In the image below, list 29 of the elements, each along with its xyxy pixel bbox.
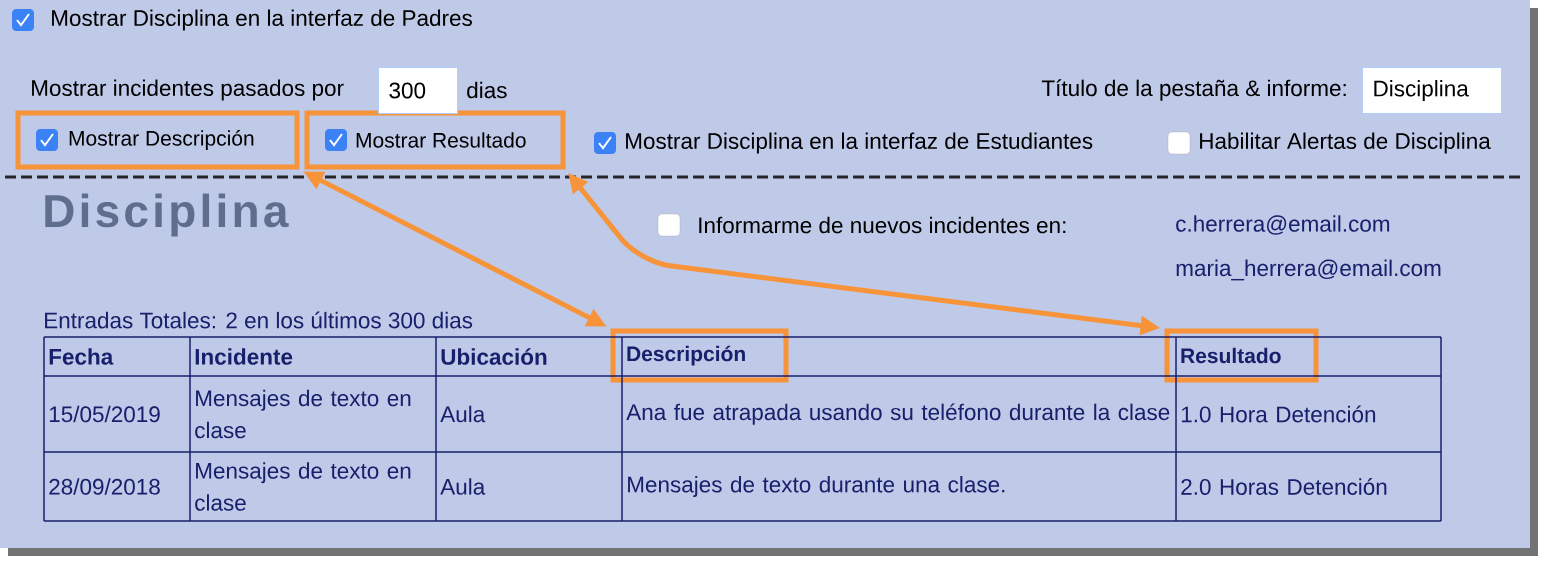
- table-header: Incidente: [195, 348, 293, 365]
- table-header: Fecha: [49, 348, 114, 365]
- table-cell: 2.0 Horas Detención: [1181, 478, 1387, 495]
- checkbox-label: Informarme de nuevos incidentes en:: [699, 216, 1066, 234]
- input-field: Disciplina: [1362, 67, 1502, 114]
- table-cell: Aula: [440, 478, 486, 495]
- table-header: Ubicación: [441, 348, 547, 365]
- input-field: 300: [378, 67, 458, 114]
- highlight-box: Resultado: [1164, 328, 1319, 383]
- entries-summary: Entradas Totales: 2 en los últimos 300 dias: [45, 311, 473, 329]
- checkbox-label: Habilitar Alertas de Disciplina: [1200, 132, 1491, 154]
- table-cell: Aula: [440, 405, 486, 423]
- email-link: maria_herrera@email.com: [1176, 259, 1441, 281]
- table-cell: Mensajes de texto durante una clase.: [628, 476, 1005, 497]
- table-cell: 15/05/2019: [49, 405, 160, 423]
- table-cell: Mensajes de texto en clase: [195, 462, 411, 511]
- table-cell: 28/09/2018: [49, 478, 160, 495]
- section-heading: Disciplina: [45, 193, 289, 237]
- table-cell: Mensajes de texto en clase: [195, 389, 411, 439]
- highlight-box: Mostrar Descripción: [15, 110, 300, 170]
- checkbox-label: Mostrar Disciplina en la interfaz de Padres: [52, 9, 472, 31]
- field-label: Título de la pestaña & informe:: [1041, 79, 1346, 101]
- highlight-box: Mostrar Resultado: [304, 110, 566, 170]
- highlight-box: Descripción: [610, 328, 789, 383]
- table-cell: Ana fue atrapada usando su teléfono durante la clase: [626, 403, 1170, 425]
- email-link: c.herrera@email.com: [1176, 215, 1390, 235]
- checkbox-label: Mostrar Disciplina en la interfaz de Estudiantes: [626, 132, 1093, 154]
- table-cell: 1.0 Hora Detención: [1181, 405, 1376, 423]
- field-label: Mostrar incidentes pasados por: [32, 79, 344, 101]
